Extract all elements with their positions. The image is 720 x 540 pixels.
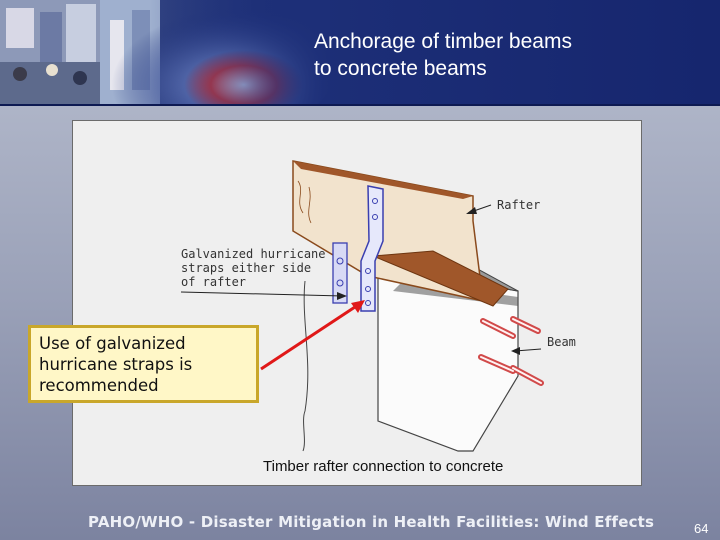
hurricane-strap-back: [332, 242, 348, 304]
recommendation-callout: Use of galvanized hurricane straps is re…: [28, 325, 259, 403]
hurricane-photo-icon: [0, 0, 330, 104]
beam-label: Beam: [547, 335, 576, 349]
slide-header: Anchorage of timber beams to concrete be…: [0, 0, 720, 106]
header-photo-collage: [0, 0, 330, 104]
slide-title-line-2: to concrete beams: [314, 57, 487, 80]
straps-label-line-1: Galvanized hurricane: [181, 247, 326, 261]
straps-label: Galvanized hurricane straps either side …: [181, 247, 326, 289]
straps-label-line-2: straps either side: [181, 261, 312, 275]
rafter-top-edge: [293, 161, 473, 199]
page-number: 64: [694, 521, 709, 536]
slide-title-line-1: Anchorage of timber beams: [314, 30, 572, 53]
slide-footer: PAHO/WHO - Disaster Mitigation in Health…: [88, 513, 655, 531]
rafter-connection-figure: Rafter Galvanized hurricane straps eithe…: [72, 120, 642, 486]
figure-caption: Timber rafter connection to concrete: [263, 458, 504, 475]
callout-line-2: hurricane straps is: [39, 355, 193, 374]
callout-line-1: Use of galvanized: [39, 334, 186, 353]
beam-break-line: [302, 280, 309, 452]
strap-leader-line: [180, 291, 344, 297]
callout-line-3: recommended: [39, 376, 159, 395]
rafter-tail: [372, 250, 509, 307]
red-pointer-arrow: [260, 303, 359, 371]
straps-label-line-3: of rafter: [181, 275, 247, 289]
rafter-label: Rafter: [497, 198, 541, 212]
slide-title: Anchorage of timber beams to concrete be…: [314, 28, 714, 82]
rafter-beam-drawing: [180, 160, 544, 452]
